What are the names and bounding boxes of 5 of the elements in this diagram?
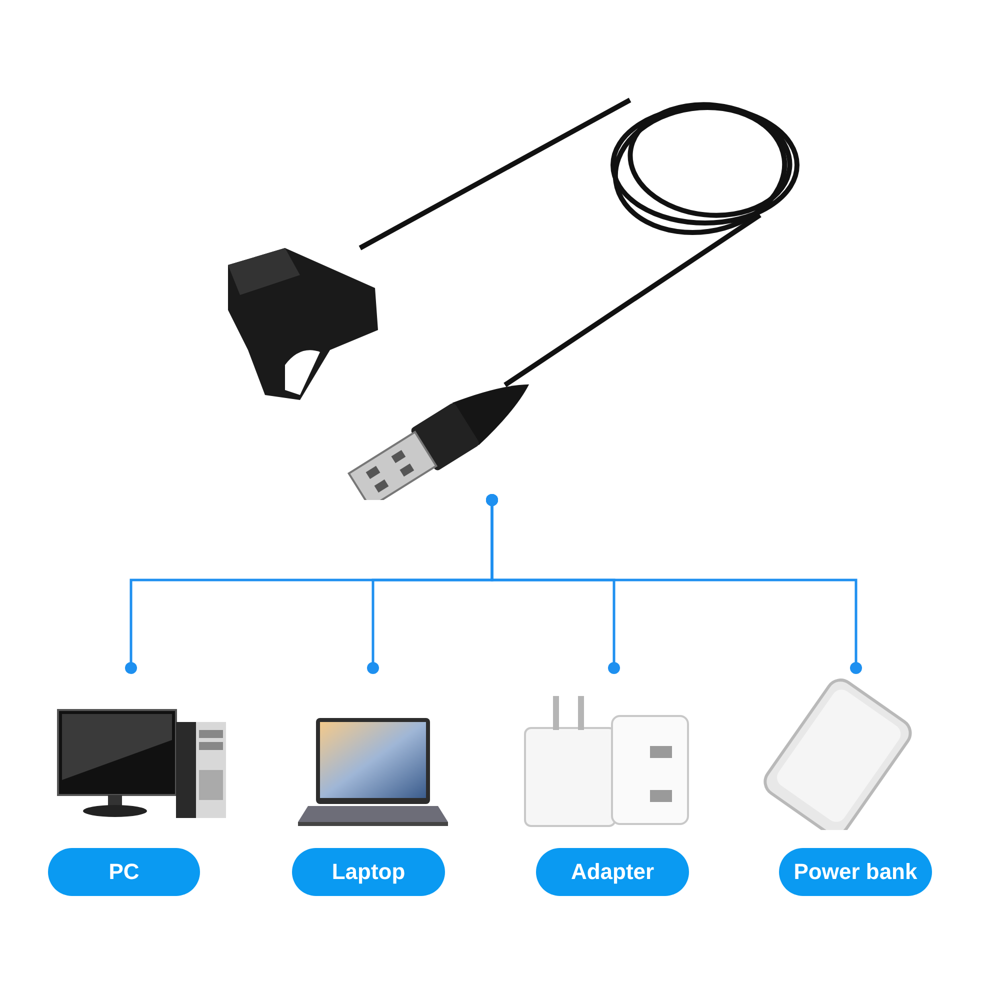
connector-line bbox=[486, 494, 862, 674]
device-label: Laptop bbox=[292, 848, 445, 896]
device-label: PC bbox=[48, 848, 200, 896]
device-label: Adapter bbox=[536, 848, 689, 896]
device-label: Power bank bbox=[779, 848, 932, 896]
